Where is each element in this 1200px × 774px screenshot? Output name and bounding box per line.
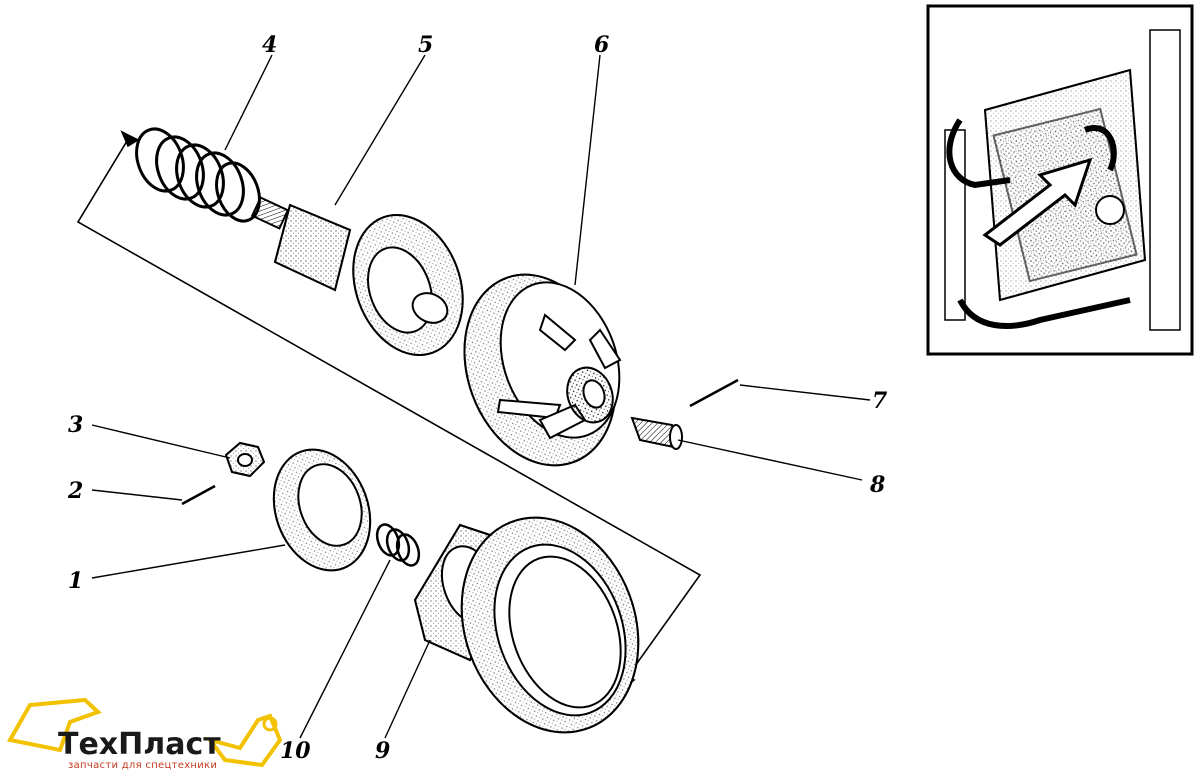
part-7-pin [689, 378, 739, 408]
callout-10: 10 [280, 738, 311, 764]
leader-lines [91, 54, 871, 739]
part-2-pin [181, 484, 216, 506]
part-1-seal [272, 448, 372, 572]
techplast-logo: ТехПласт запчасти для спецтехники [6, 697, 283, 771]
callout-7: 7 [872, 388, 888, 414]
location-inset [926, 4, 1194, 356]
part-6-impeller [463, 273, 622, 467]
callout-5: 5 [418, 32, 433, 58]
part-10-spring [375, 523, 421, 567]
callout-4: 4 [262, 32, 277, 58]
part-5-shaft [250, 196, 464, 356]
logo-tagline: запчасти для спецтехники [68, 760, 217, 771]
callout-9: 9 [375, 738, 390, 764]
callout-1: 1 [68, 568, 83, 594]
part-8-plug [630, 416, 683, 450]
callout-6: 6 [594, 32, 609, 58]
callout-3: 3 [68, 412, 83, 438]
part-3-nut [224, 441, 266, 478]
callout-2: 2 [67, 478, 83, 504]
part-4-spring [135, 127, 261, 223]
callout-8: 8 [869, 472, 885, 498]
logo-name: ТехПласт [58, 727, 221, 762]
part-9-housing [413, 516, 640, 734]
